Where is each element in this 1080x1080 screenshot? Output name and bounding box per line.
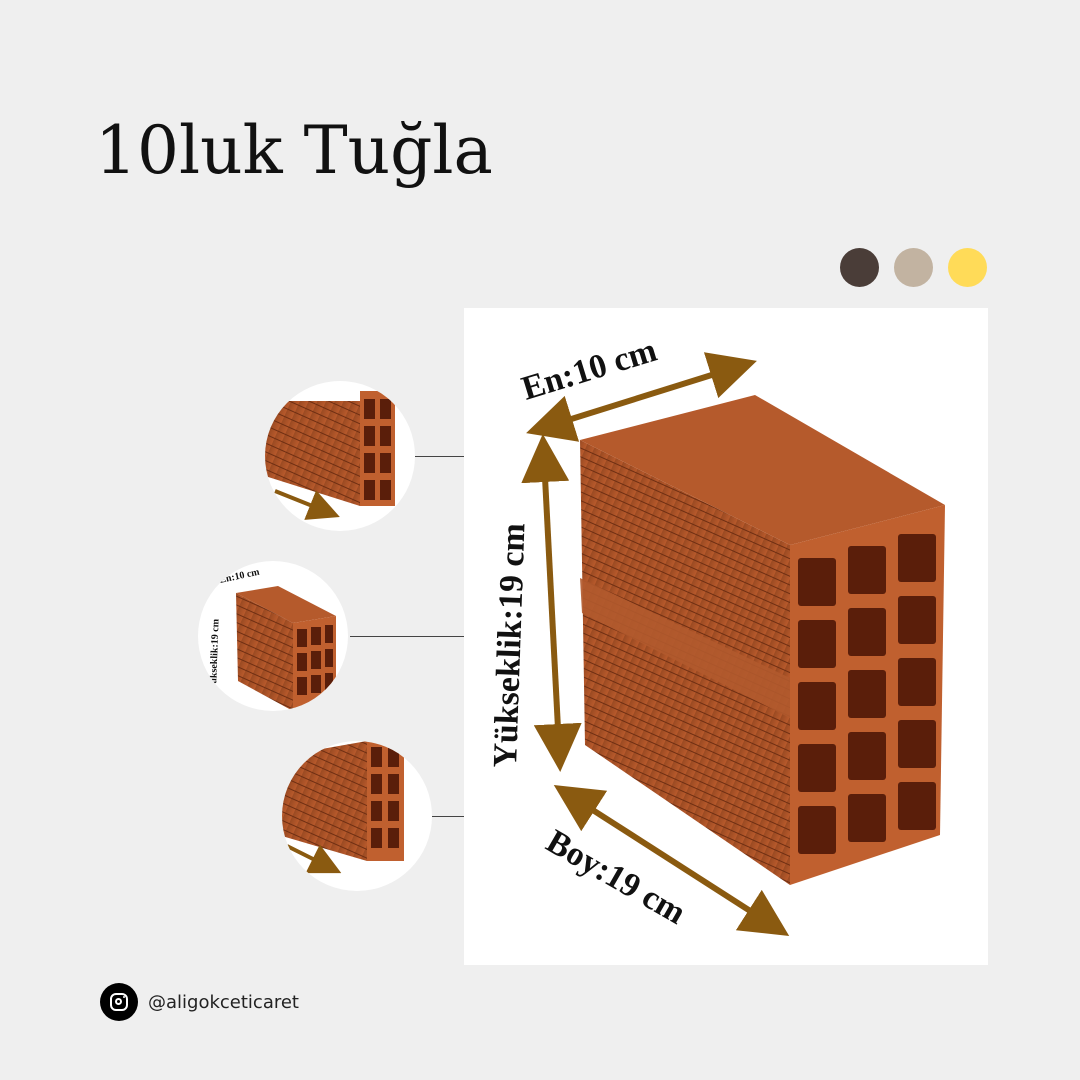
brick-hole — [798, 558, 836, 606]
page-title: 10luk Tuğla — [95, 112, 493, 189]
thumb-height-label: Yükseklik:19 cm — [208, 618, 222, 691]
instagram-icon — [100, 983, 138, 1021]
brick-hole — [848, 670, 886, 718]
instagram-handle[interactable]: @aligokceticaret — [100, 983, 299, 1021]
brick-hole — [848, 732, 886, 780]
brick-hole — [798, 744, 836, 792]
brick-hole — [898, 782, 936, 830]
brick-holes — [798, 534, 936, 854]
length-label: Boy:19 cm — [540, 823, 692, 932]
brick-hole — [898, 534, 936, 582]
length-arrow — [553, 785, 790, 936]
height-arrow — [521, 434, 582, 772]
thumbnail-brick-end-1[interactable] — [265, 381, 415, 531]
brick-hole — [848, 608, 886, 656]
color-swatch-yellow[interactable] — [948, 248, 987, 287]
brick-hole — [898, 596, 936, 644]
brick-hole — [798, 806, 836, 854]
brick-hole — [848, 546, 886, 594]
instagram-handle-text: @aligokceticaret — [148, 991, 299, 1013]
thumb-width-label: En:10 cm — [218, 567, 261, 586]
brick-hole — [798, 682, 836, 730]
connector-line-3 — [432, 816, 464, 817]
height-label: Yükseklik:19 cm — [487, 522, 533, 768]
connector-line-1 — [415, 456, 464, 457]
color-swatch-dark-brown[interactable] — [840, 248, 879, 287]
brick-hole — [898, 658, 936, 706]
width-arrow — [526, 352, 757, 442]
brick-hole — [898, 720, 936, 768]
brick-hole — [798, 620, 836, 668]
connector-line-2 — [350, 636, 464, 637]
color-swatch-beige[interactable] — [894, 248, 933, 287]
brick-hole — [848, 794, 886, 842]
thumbnail-brick-end-2[interactable] — [282, 741, 432, 891]
brick-dimension-image: En:10 cm Yükseklik:19 cm Boy:19 cm — [464, 308, 988, 965]
thumbnail-brick-full[interactable]: En:10 cm Yükseklik:19 cm — [198, 561, 348, 711]
